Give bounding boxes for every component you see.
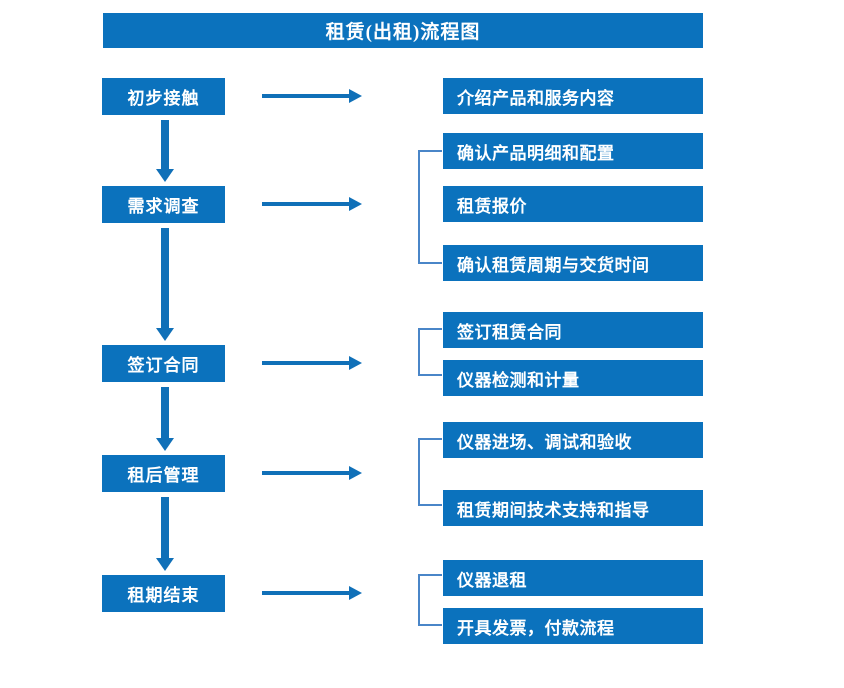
right-arrow-icon-1 xyxy=(262,89,362,103)
detail-box-7[interactable]: 仪器进场、调试和验收 xyxy=(443,422,703,458)
group-bracket-4 xyxy=(418,574,442,626)
stage-box-5[interactable]: 租期结束 xyxy=(102,575,225,612)
down-arrow-icon-3 xyxy=(156,387,174,451)
group-bracket-3 xyxy=(418,438,442,506)
right-arrow-icon-2 xyxy=(262,197,362,211)
stage-box-1[interactable]: 初步接触 xyxy=(102,78,225,115)
detail-box-5[interactable]: 签订租赁合同 xyxy=(443,312,703,348)
stage-box-2[interactable]: 需求调查 xyxy=(102,186,225,223)
detail-box-6[interactable]: 仪器检测和计量 xyxy=(443,360,703,396)
group-bracket-1 xyxy=(418,150,442,264)
stage-box-3[interactable]: 签订合同 xyxy=(102,345,225,382)
group-bracket-2 xyxy=(418,328,442,376)
stage-box-4[interactable]: 租后管理 xyxy=(102,455,225,492)
detail-box-2[interactable]: 确认产品明细和配置 xyxy=(443,133,703,169)
detail-box-4[interactable]: 确认租赁周期与交货时间 xyxy=(443,245,703,281)
detail-box-8[interactable]: 租赁期间技术支持和指导 xyxy=(443,490,703,526)
detail-box-10[interactable]: 开具发票，付款流程 xyxy=(443,608,703,644)
page-title: 租赁(出租)流程图 xyxy=(103,13,703,48)
down-arrow-icon-1 xyxy=(156,120,174,182)
down-arrow-icon-2 xyxy=(156,228,174,341)
right-arrow-icon-4 xyxy=(262,466,362,480)
detail-box-9[interactable]: 仪器退租 xyxy=(443,560,703,596)
right-arrow-icon-3 xyxy=(262,356,362,370)
detail-box-3[interactable]: 租赁报价 xyxy=(443,186,703,222)
down-arrow-icon-4 xyxy=(156,497,174,571)
detail-box-1[interactable]: 介绍产品和服务内容 xyxy=(443,78,703,114)
right-arrow-icon-5 xyxy=(262,586,362,600)
